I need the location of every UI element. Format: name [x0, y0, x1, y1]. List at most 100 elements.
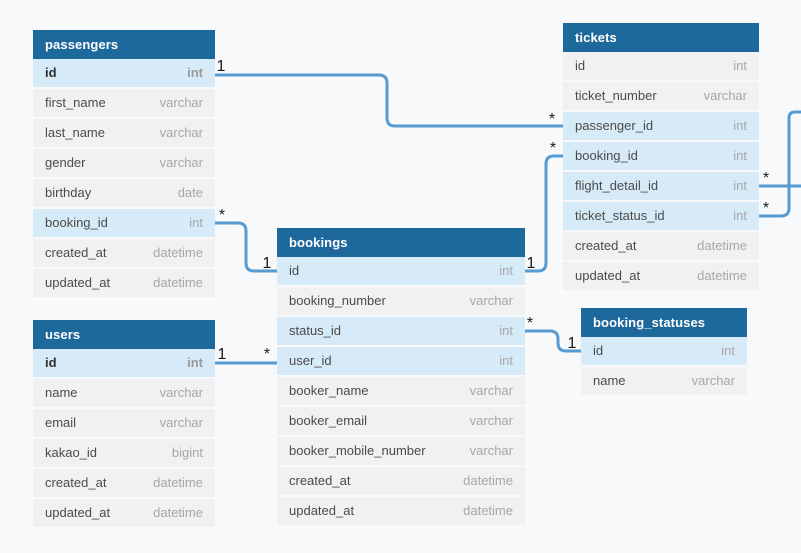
field-name: booking_id — [45, 215, 108, 230]
field-row-tickets-id[interactable]: id int — [563, 52, 759, 80]
field-row-users-created_at[interactable]: created_at datetime — [33, 469, 215, 497]
field-type: datetime — [153, 475, 203, 490]
relationship-line-passengers-id__tickets-passenger_id[interactable] — [215, 73, 563, 128]
field-type: int — [499, 323, 513, 338]
field-type: varchar — [469, 293, 513, 308]
table-title: booking_statuses — [593, 315, 706, 330]
field-row-bookings-status_id[interactable]: status_id int — [277, 317, 525, 345]
field-row-tickets-flight_detail_id[interactable]: flight_detail_id int — [563, 172, 759, 200]
table-header-users[interactable]: users — [33, 320, 215, 349]
field-row-tickets-passenger_id[interactable]: passenger_id int — [563, 112, 759, 140]
field-name: user_id — [289, 353, 332, 368]
field-name: name — [45, 385, 78, 400]
cardinality-label: 1 — [527, 255, 536, 272]
field-row-users-name[interactable]: name varchar — [33, 379, 215, 407]
field-type: datetime — [697, 238, 747, 253]
field-type: int — [733, 118, 747, 133]
field-name: updated_at — [289, 503, 355, 518]
table-header-passengers[interactable]: passengers — [33, 30, 215, 59]
field-name: updated_at — [45, 275, 111, 290]
field-name: email — [45, 415, 77, 430]
field-type: varchar — [159, 125, 203, 140]
field-name: last_name — [45, 125, 105, 140]
table-title: tickets — [575, 30, 617, 45]
relationship-line-bookings-id__tickets-booking_id[interactable] — [525, 154, 563, 273]
field-type: int — [187, 355, 203, 370]
field-row-users-email[interactable]: email varchar — [33, 409, 215, 437]
relationship-line-tickets-ticket_status_id__offcanvas[interactable] — [759, 110, 801, 218]
field-type: datetime — [463, 473, 513, 488]
table-title: passengers — [45, 37, 119, 52]
field-type: date — [177, 185, 203, 200]
field-row-passengers-last_name[interactable]: last_name varchar — [33, 119, 215, 147]
field-type: int — [733, 178, 747, 193]
field-name: flight_detail_id — [575, 178, 659, 193]
cardinality-label: * — [763, 200, 769, 217]
field-type: varchar — [159, 95, 203, 110]
field-type: int — [187, 65, 203, 80]
field-name: ticket_status_id — [575, 208, 665, 223]
field-type: datetime — [697, 268, 747, 283]
field-row-passengers-gender[interactable]: gender varchar — [33, 149, 215, 177]
field-name: booking_number — [289, 293, 386, 308]
field-name: created_at — [45, 475, 107, 490]
field-name: passenger_id — [575, 118, 654, 133]
field-type: varchar — [159, 415, 203, 430]
field-type: int — [733, 148, 747, 163]
field-name: birthday — [45, 185, 92, 200]
field-type: varchar — [469, 383, 513, 398]
field-type: varchar — [159, 385, 203, 400]
field-row-bookings-booking_number[interactable]: booking_number varchar — [277, 287, 525, 315]
table-header-booking_statuses[interactable]: booking_statuses — [581, 308, 747, 337]
field-name: gender — [45, 155, 86, 170]
table-header-tickets[interactable]: tickets — [563, 23, 759, 52]
cardinality-label: 1 — [217, 58, 226, 75]
field-name: booker_name — [289, 383, 369, 398]
cardinality-label: * — [527, 315, 533, 332]
field-type: varchar — [159, 155, 203, 170]
field-name: id — [575, 58, 586, 73]
relationship-line-bookings-status_id__booking_statuses-id[interactable] — [525, 329, 581, 353]
field-name: created_at — [45, 245, 107, 260]
relationship-line-passengers-booking_id__bookings-id[interactable] — [215, 221, 277, 273]
field-type: int — [189, 215, 203, 230]
field-name: status_id — [289, 323, 342, 338]
field-name: kakao_id — [45, 445, 98, 460]
table-title: bookings — [289, 235, 348, 250]
table-header-bookings[interactable]: bookings — [277, 228, 525, 257]
cardinality-label: 1 — [218, 346, 227, 363]
field-row-passengers-birthday[interactable]: birthday date — [33, 179, 215, 207]
field-type: varchar — [691, 373, 735, 388]
field-type: varchar — [469, 443, 513, 458]
field-type: int — [499, 263, 513, 278]
field-type: int — [733, 58, 747, 73]
field-row-passengers-booking_id[interactable]: booking_id int — [33, 209, 215, 237]
field-row-bookings-booker_name[interactable]: booker_name varchar — [277, 377, 525, 405]
